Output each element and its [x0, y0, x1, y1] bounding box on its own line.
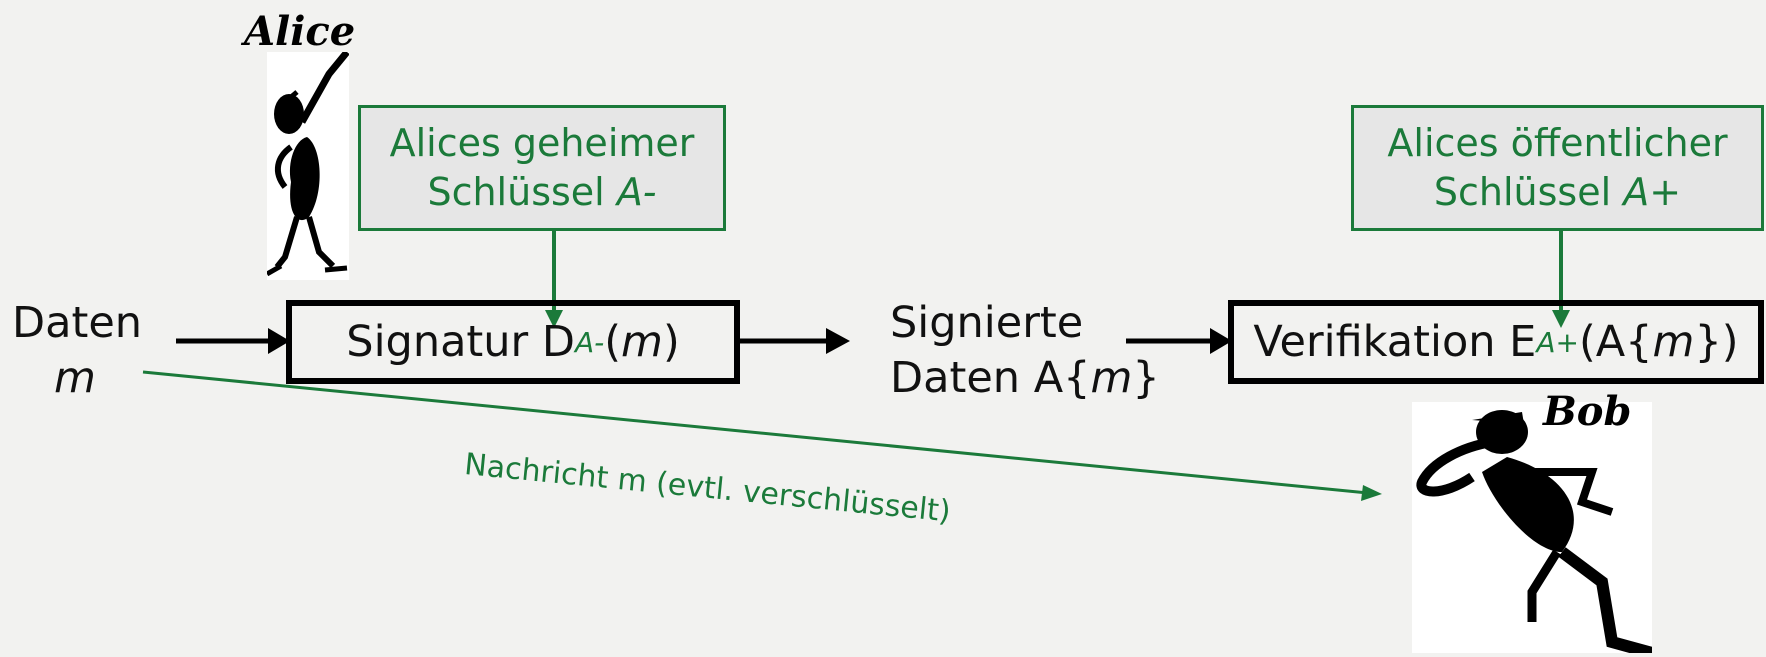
arrowhead-message	[1361, 485, 1382, 501]
signature-open: (	[604, 317, 622, 367]
bob-figure	[1412, 402, 1654, 657]
secret-key-symbol: A-	[616, 170, 657, 214]
arrowhead-verification	[1210, 328, 1232, 354]
verification-sub: A+	[1536, 325, 1579, 359]
arrowhead-signed	[826, 328, 850, 354]
bob-name: Bob	[1543, 388, 1632, 435]
verification-prefix: Verifikation E	[1253, 317, 1537, 367]
signed-data-line2: Daten A{m}	[890, 357, 1160, 400]
public-key-line1: Alices öffentlicher	[1387, 120, 1728, 165]
verification-var: m	[1652, 317, 1695, 367]
arrowhead-input	[268, 328, 290, 354]
alice-figure	[265, 49, 350, 280]
input-label-var: m	[54, 353, 96, 403]
public-key-box: Alices öffentlicher Schlüssel A+	[1351, 105, 1764, 231]
arrow-message	[142, 370, 1369, 495]
public-key-symbol: A+	[1623, 170, 1682, 214]
alice-name: Alice	[244, 8, 356, 55]
signed-data-line1: Signierte	[890, 298, 1084, 348]
secret-key-text: Schlüssel	[427, 170, 617, 214]
signature-close: )	[662, 317, 680, 367]
signed-data-label: Signierte Daten A{m}	[890, 302, 1160, 400]
signature-var: m	[621, 317, 663, 367]
signed-data-close: }	[1132, 353, 1160, 403]
public-key-text: Schlüssel	[1433, 170, 1624, 214]
alice-icon	[265, 49, 350, 277]
signed-data-var: m	[1090, 353, 1133, 403]
signed-data-text: Daten A{	[890, 353, 1091, 403]
secret-key-line1: Alices geheimer	[389, 120, 695, 165]
arrowhead-secret-key	[545, 310, 563, 328]
signature-sub: A-	[575, 325, 605, 359]
arrowhead-public-key	[1552, 310, 1570, 328]
signature-prefix: Signatur D	[346, 317, 575, 367]
input-label-line1: Daten	[12, 298, 143, 348]
bob-icon	[1416, 410, 1654, 657]
secret-key-box: Alices geheimer Schlüssel A-	[358, 105, 726, 231]
verification-open: (A{	[1578, 317, 1653, 367]
secret-key-line2: Schlüssel A-	[427, 168, 656, 217]
verification-close: })	[1694, 317, 1739, 367]
public-key-line2: Schlüssel A+	[1434, 168, 1681, 217]
input-label: Daten m	[12, 302, 142, 400]
